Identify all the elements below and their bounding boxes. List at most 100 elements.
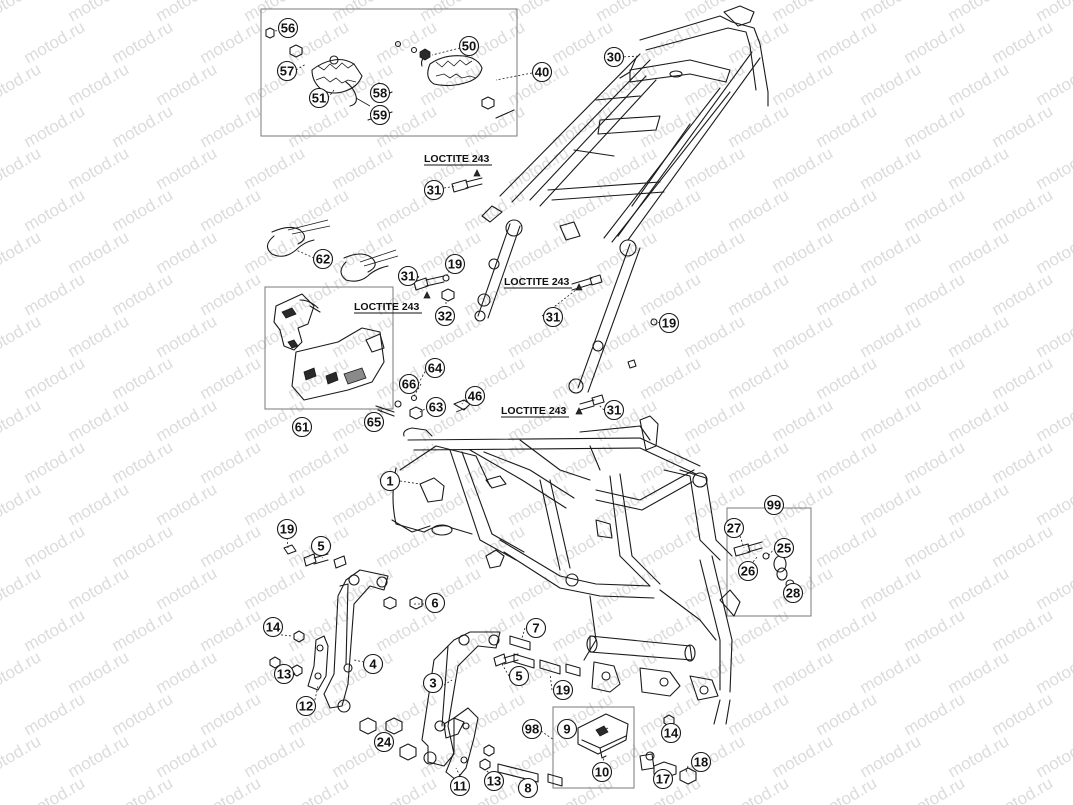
mount-kit-panel: [552, 706, 635, 789]
watermark-text: motod.ru: [285, 773, 353, 805]
frame-protector-panel: [264, 286, 394, 410]
watermark-text: motod.ru: [901, 437, 969, 487]
callout-31: 31: [542, 306, 564, 328]
loctite-label: LOCTITE 243: [354, 301, 422, 314]
loctite-label: LOCTITE 243: [424, 153, 492, 166]
svg-text:14: 14: [266, 620, 281, 635]
svg-text:19: 19: [280, 522, 294, 537]
watermark-text: motod.ru: [21, 437, 89, 487]
watermark-text: motod.ru: [109, 269, 177, 319]
callout-46: 46: [464, 385, 486, 407]
watermark-text: motod.ru: [725, 353, 793, 403]
svg-text:5: 5: [515, 669, 522, 684]
watermark-text: motod.ru: [1033, 395, 1073, 445]
watermark-text: motod.ru: [153, 563, 221, 613]
watermark-text: motod.ru: [109, 521, 177, 571]
watermark-text: motod.ru: [241, 227, 309, 277]
watermark-text: motod.ru: [769, 143, 837, 193]
svg-text:24: 24: [377, 735, 392, 750]
watermark-text: motod.ru: [0, 59, 44, 109]
watermark-text: motod.ru: [901, 17, 969, 67]
callout-31: 31: [423, 179, 445, 201]
svg-text:19: 19: [556, 683, 570, 698]
watermark-text: motod.ru: [813, 185, 881, 235]
callout-58: 58: [369, 82, 391, 104]
svg-text:6: 6: [431, 596, 438, 611]
watermark-text: motod.ru: [901, 689, 969, 739]
svg-text:10: 10: [595, 765, 609, 780]
watermark-text: motod.ru: [769, 227, 837, 277]
callout-64: 64: [424, 357, 446, 379]
callout-31: 31: [603, 399, 625, 421]
watermark-text: motod.ru: [0, 563, 44, 613]
svg-text:65: 65: [367, 415, 381, 430]
watermark-text: motod.ru: [197, 17, 265, 67]
watermark-text: motod.ru: [549, 437, 617, 487]
watermark-text: motod.ru: [65, 227, 133, 277]
watermark-text: motod.ru: [109, 689, 177, 739]
watermark-text: motod.ru: [65, 563, 133, 613]
watermark-text: motod.ru: [901, 605, 969, 655]
watermark-text: motod.ru: [0, 731, 44, 781]
callout-99: 99: [763, 494, 785, 516]
watermark-text: motod.ru: [945, 395, 1013, 445]
watermark-text: motod.ru: [329, 395, 397, 445]
watermark-text: motod.ru: [65, 143, 133, 193]
watermark-text: motod.ru: [285, 689, 353, 739]
callout-1: 1: [379, 470, 401, 492]
callout-59: 59: [369, 104, 391, 126]
watermark-text: motod.ru: [65, 731, 133, 781]
watermark-text: motod.ru: [0, 143, 44, 193]
callout-9: 9: [556, 718, 578, 740]
watermark-text: motod.ru: [945, 311, 1013, 361]
svg-text:99: 99: [767, 498, 781, 513]
watermark-text: motod.ru: [65, 59, 133, 109]
svg-text:58: 58: [373, 86, 387, 101]
watermark-text: motod.ru: [857, 59, 925, 109]
svg-text:28: 28: [786, 586, 800, 601]
callout-13: 13: [273, 663, 295, 685]
watermark-text: motod.ru: [373, 17, 441, 67]
loctite-label: LOCTITE 243: [501, 405, 569, 418]
callout-61: 61: [291, 416, 313, 438]
watermark-text: motod.ru: [945, 59, 1013, 109]
svg-text:62: 62: [316, 252, 330, 267]
watermark-text: motod.ru: [0, 311, 44, 361]
watermark-text: motod.ru: [153, 479, 221, 529]
small-hardware: [283, 169, 658, 555]
svg-text:31: 31: [401, 269, 415, 284]
watermark-text: motod.ru: [989, 185, 1057, 235]
watermark-text: motod.ru: [901, 353, 969, 403]
watermark-text: motod.ru: [681, 143, 749, 193]
watermark-text: motod.ru: [109, 773, 177, 805]
watermark-text: motod.ru: [109, 605, 177, 655]
watermark-text: motod.ru: [285, 101, 353, 151]
watermark-text: motod.ru: [197, 185, 265, 235]
watermark-text: motod.ru: [1033, 143, 1073, 193]
loctite-text: LOCTITE 243: [354, 301, 420, 313]
svg-text:31: 31: [546, 310, 560, 325]
svg-text:66: 66: [402, 377, 416, 392]
watermark-text: motod.ru: [373, 773, 441, 805]
svg-text:3: 3: [429, 676, 436, 691]
watermark-text: motod.ru: [461, 521, 529, 571]
watermark-text: motod.ru: [813, 101, 881, 151]
watermark-text: motod.ru: [769, 731, 837, 781]
callout-65: 65: [363, 411, 385, 433]
main-frame: [391, 415, 741, 725]
watermark-text: motod.ru: [549, 185, 617, 235]
callout-5: 5: [508, 665, 530, 687]
loctite-text: LOCTITE 243: [501, 405, 567, 417]
svg-text:31: 31: [607, 403, 621, 418]
watermark-text: motod.ru: [813, 17, 881, 67]
watermark-text: motod.ru: [197, 689, 265, 739]
watermark-text: motod.ru: [725, 605, 793, 655]
callout-40: 40: [531, 61, 553, 83]
watermark-text: motod.ru: [1033, 731, 1073, 781]
watermark-text: motod.ru: [813, 521, 881, 571]
callout-14: 14: [660, 722, 682, 744]
watermark-text: motod.ru: [769, 59, 837, 109]
watermark-text: motod.ru: [769, 563, 837, 613]
watermark-text: motod.ru: [1033, 311, 1073, 361]
